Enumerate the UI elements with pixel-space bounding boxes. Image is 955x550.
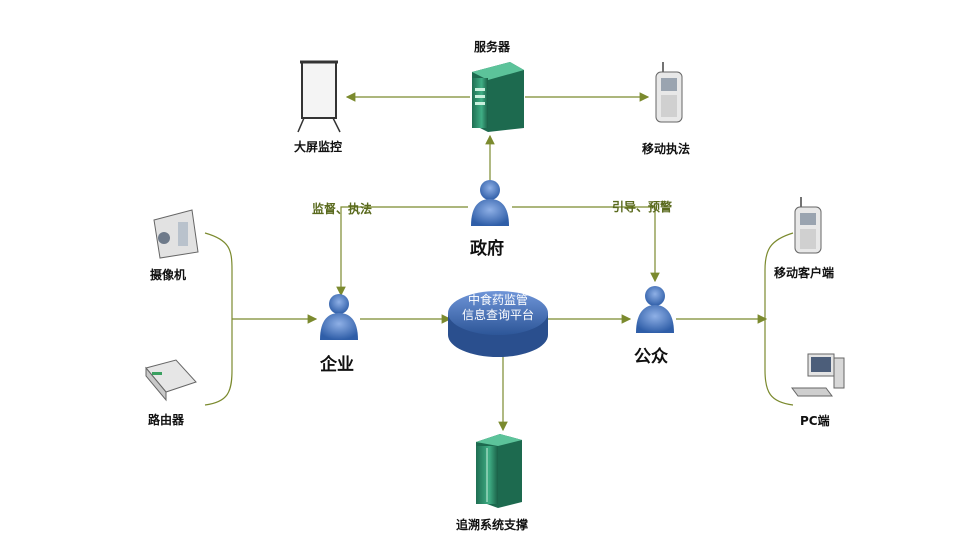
person-icon [320,294,358,340]
enterprise-label: 企业 [320,355,354,375]
mobile-enforcement-label: 移动执法 [642,142,691,156]
public-label: 公众 [634,347,668,367]
platform-label-line2: 信息查询平台 [461,308,534,322]
government-label: 政府 [470,239,504,259]
camera-icon [153,209,199,259]
edge-label-guide: 引导、预警 [612,200,673,214]
server-icon [472,62,524,132]
mobile-client-label: 移动客户端 [774,266,835,280]
edge-label-supervise: 监督、执法 [312,202,373,216]
platform-label-line1: 中食药监管 [467,293,528,307]
router-icon [145,359,197,402]
edge-gov-to-public [512,206,660,283]
camera-label: 摄像机 [150,268,187,282]
database-disk-icon [448,291,548,357]
server-rack-icon [476,434,522,508]
projector-screen-icon [297,60,341,133]
router-label: 路由器 [148,413,185,427]
person-icon [636,286,674,333]
edge-gov-to-enterprise [336,206,468,297]
mobile-phone-icon [794,197,822,254]
mobile-phone-icon [655,62,683,123]
big-screen-label: 大屏监控 [294,140,343,154]
pc-label: PC端 [800,414,830,428]
bracket-right [764,232,794,406]
person-icon [471,180,509,226]
bracket-left [204,232,233,406]
pc-icon [791,353,845,397]
platform-label: 中食药监管 信息查询平台 [452,293,544,323]
server-label: 服务器 [474,40,511,54]
trace-support-label: 追溯系统支撑 [456,518,529,532]
